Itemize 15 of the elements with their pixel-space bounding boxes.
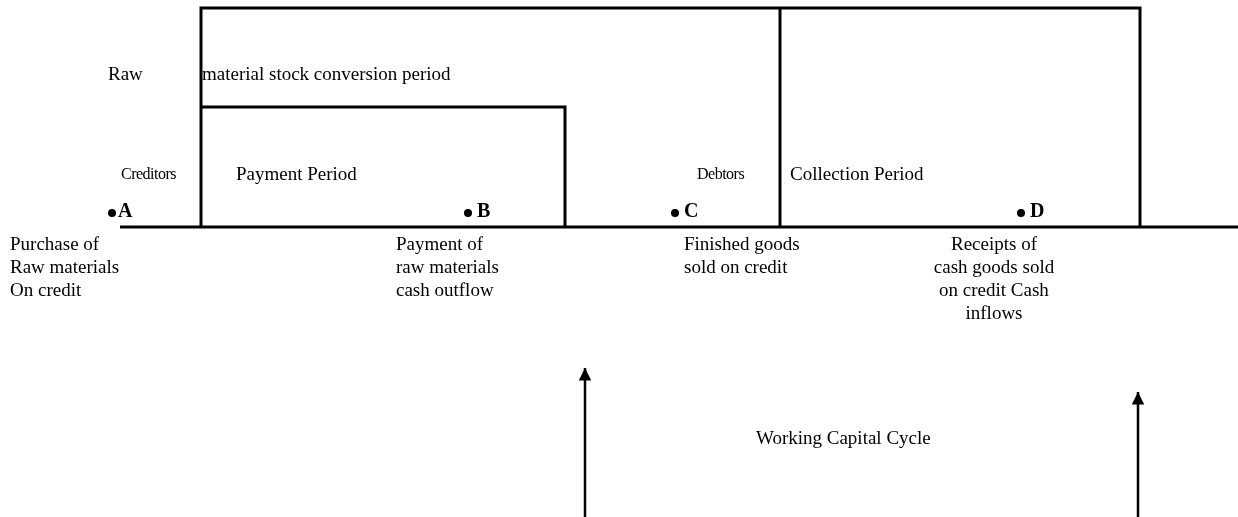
period-label: Raw bbox=[108, 62, 143, 85]
period-label: material stock conversion period bbox=[202, 62, 451, 85]
event-text: Receipts of cash goods sold on credit Cash inflows bbox=[933, 232, 1055, 324]
event-text: Purchase of Raw materials On credit bbox=[10, 232, 121, 301]
point-label: C bbox=[684, 199, 699, 222]
event-text: Payment of raw materials cash outflow bbox=[396, 232, 500, 301]
point-label: B bbox=[477, 199, 491, 222]
period-label: Payment Period bbox=[236, 162, 357, 185]
cycle-label: Working Capital Cycle bbox=[756, 426, 931, 449]
point-label: A bbox=[118, 199, 133, 222]
event-text: Finished goods sold on credit bbox=[684, 232, 801, 278]
period-label: Debtors bbox=[697, 164, 745, 184]
point-label: D bbox=[1030, 199, 1045, 222]
period-label: Collection Period bbox=[790, 162, 924, 185]
period-label: Creditors bbox=[121, 164, 177, 184]
